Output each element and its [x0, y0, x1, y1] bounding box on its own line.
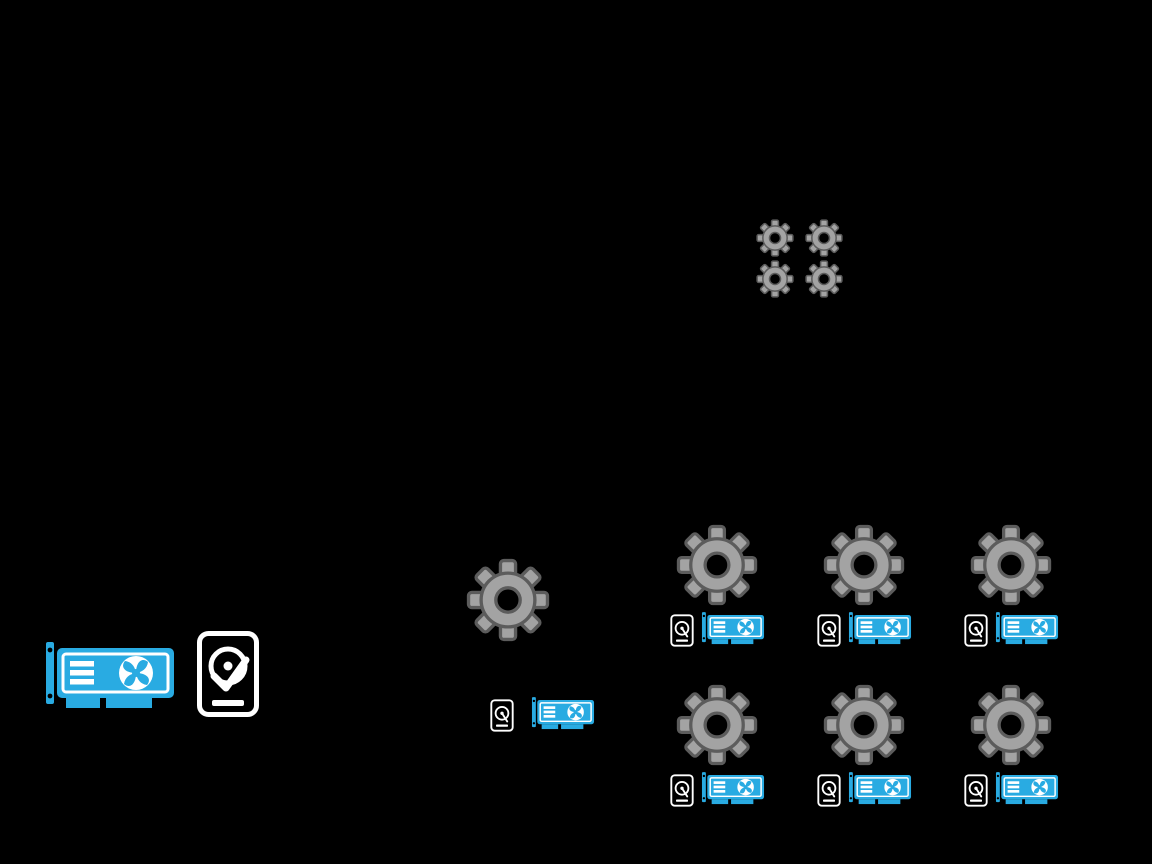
gear-icon [823, 524, 905, 606]
gear-icon [676, 684, 758, 766]
worker-node [814, 684, 914, 810]
worker-node [814, 524, 914, 650]
gear-icon [805, 260, 843, 298]
storage-gpu-pair [490, 696, 595, 735]
gpu-icon [848, 771, 912, 810]
hdd-icon [964, 614, 988, 647]
node-resources [964, 771, 1059, 810]
node-resources [964, 611, 1059, 650]
gear-icon [756, 260, 794, 298]
gpu-icon [531, 696, 595, 735]
gpu-icon [995, 771, 1059, 810]
node-resources [670, 611, 765, 650]
node-resources [817, 611, 912, 650]
hdd-icon [817, 614, 841, 647]
gear-icon [805, 219, 843, 257]
hdd-check-icon [196, 630, 260, 718]
gear-icon [676, 524, 758, 606]
node-resources [670, 771, 765, 810]
worker-node [961, 524, 1061, 650]
gear-icon [823, 684, 905, 766]
gpu-icon [701, 611, 765, 650]
hdd-icon [490, 699, 514, 732]
hdd-icon [964, 774, 988, 807]
gpu-icon [995, 611, 1059, 650]
gear-cluster-2x2 [756, 219, 843, 298]
gear-icon [466, 558, 550, 642]
worker-node [961, 684, 1061, 810]
hdd-icon [817, 774, 841, 807]
gpu-icon [701, 771, 765, 810]
hdd-icon [670, 614, 694, 647]
gear-icon [756, 219, 794, 257]
gpu-icon [44, 640, 176, 720]
gpu-icon [848, 611, 912, 650]
worker-node [667, 684, 767, 810]
gear-icon [970, 684, 1052, 766]
hdd-icon [670, 774, 694, 807]
gear-icon [970, 524, 1052, 606]
node-resources [817, 771, 912, 810]
worker-node [667, 524, 767, 650]
